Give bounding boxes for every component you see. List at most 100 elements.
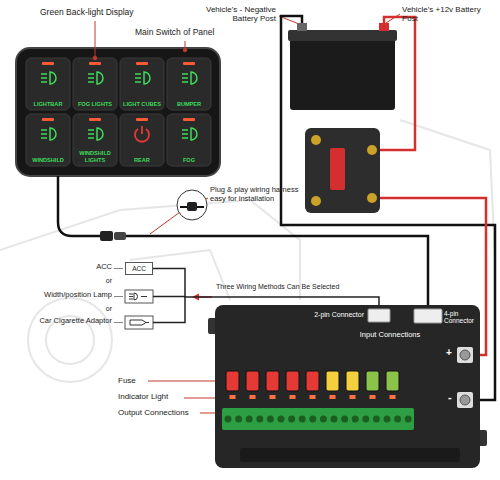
fuse: [326, 371, 339, 391]
red-indicator-led: [183, 118, 195, 121]
switch-button: WINDSHILD LIGHTS: [73, 114, 117, 166]
output-screw: [288, 416, 295, 423]
light-icon: [50, 128, 56, 140]
mounting-bracket: [240, 448, 460, 462]
switch-button-face: [120, 58, 164, 110]
light-icon: [191, 128, 197, 140]
button-label: REAR: [121, 157, 163, 163]
switch-button: LIGHTBAR: [26, 58, 70, 110]
light-icon: [41, 74, 47, 82]
lamp-option-box: [125, 290, 153, 303]
indicator-light: [230, 395, 236, 399]
part-label: Fuse: [118, 376, 148, 385]
indicator-light: [370, 395, 376, 399]
light-icon: [97, 128, 103, 140]
switch-button-face: [26, 114, 70, 166]
power-icon: [141, 126, 143, 134]
plug-connector: [114, 232, 126, 240]
output-screw: [246, 416, 253, 423]
four-pin-connector: [414, 309, 442, 323]
callout-label: Plug & play wiring harness easy for inst…: [210, 186, 310, 203]
button-label: FOG: [168, 157, 210, 163]
box-label: ACC: [126, 265, 152, 272]
cigarette-adaptor-icon: [130, 320, 149, 325]
switch-button: FOG LIGHTS: [73, 58, 117, 110]
button-label: LIGHT CUBES: [121, 101, 163, 107]
plus-terminal: [460, 350, 470, 360]
breaker-lever: [330, 148, 345, 190]
plug-zoom-circle: [177, 190, 207, 220]
button-label: WINDSHILD LIGHTS: [74, 150, 116, 163]
wheel-sketch: [28, 298, 112, 382]
fuse: [386, 371, 399, 391]
switch-button-face: [167, 114, 211, 166]
box-label: +: [446, 347, 452, 359]
output-screw: [405, 416, 412, 423]
fuse: [246, 371, 259, 391]
option-bracket: [153, 296, 185, 323]
fuses-and-screws: [225, 371, 412, 423]
switch-button-face: [167, 58, 211, 110]
fuse: [266, 371, 279, 391]
leader-line: [114, 296, 123, 297]
light-icon: [88, 74, 94, 82]
part-label: Indicator Light: [118, 392, 182, 401]
red-indicator-led: [42, 62, 54, 65]
red-indicator-led: [89, 62, 101, 65]
breaker-terminal: [367, 145, 377, 155]
fuse: [286, 371, 299, 391]
wiring-harness: [58, 176, 428, 309]
option-label: or: [20, 277, 112, 285]
light-icon: [144, 72, 150, 84]
indicator-light: [330, 395, 336, 399]
plug-connector: [100, 231, 113, 241]
light-icon: [97, 72, 103, 84]
light-icon: [182, 130, 188, 138]
output-screw: [256, 416, 263, 423]
switch-button-face: [26, 58, 70, 110]
box-label: 4-pin Connector: [444, 310, 480, 325]
leader-dot: [93, 56, 97, 60]
leader-line: [150, 212, 180, 234]
callout-label: Main Switch of Panel: [135, 28, 233, 38]
leader-line: [95, 21, 96, 58]
box-label: -: [448, 391, 452, 404]
button-label: LIGHTBAR: [27, 101, 69, 107]
switch-panel-housing: [16, 48, 220, 176]
output-screw: [225, 416, 232, 423]
light-icon: [50, 72, 56, 84]
circuit-breaker: [305, 128, 380, 213]
leader-line: [114, 322, 123, 323]
indicator-light: [350, 395, 356, 399]
output-screw: [309, 416, 316, 423]
option-label: ACC: [20, 263, 112, 272]
button-label: FOG LIGHTS: [74, 101, 116, 107]
red-indicator-led: [42, 118, 54, 121]
cigarette-option-box: [125, 316, 153, 329]
leader-line: [386, 14, 400, 23]
output-screw: [235, 416, 242, 423]
indicator-light: [250, 395, 256, 399]
indicator-light: [270, 395, 276, 399]
fuse: [306, 371, 319, 391]
switch-button: BUMPER: [167, 58, 211, 110]
note-label: Three Wiring Methods Can Be Selected: [216, 283, 366, 291]
switch-button: LIGHT CUBES: [120, 58, 164, 110]
output-screw: [278, 416, 285, 423]
fuse: [346, 371, 359, 391]
leader-dot: [183, 48, 187, 52]
red-indicator-led: [183, 62, 195, 65]
option-leaders: [114, 269, 123, 323]
option-label: or: [20, 305, 112, 313]
leader-line: [114, 268, 123, 269]
two-pin-connector: [368, 309, 390, 322]
switch-button: REAR: [120, 114, 164, 166]
wire-connector: [153, 269, 379, 306]
output-screw: [362, 416, 369, 423]
box-label: Input Connections: [340, 331, 440, 340]
output-terminal-block: [222, 408, 414, 430]
callout-label: Vehicle's +12v Battery Post: [402, 5, 497, 23]
callout-label: Vehicle's - Negative Battery Post: [186, 5, 276, 23]
